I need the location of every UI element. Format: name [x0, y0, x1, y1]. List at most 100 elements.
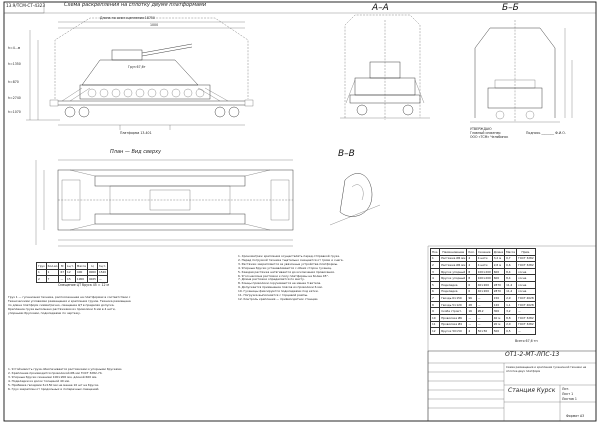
table-cell: — [475, 300, 493, 309]
table-cell: — [96, 275, 109, 283]
height-dim-4: h=2740 [8, 96, 21, 100]
table-cell: 3,2 [504, 307, 518, 315]
table-row: 2 7 — 15 1900 4025 — [36, 275, 109, 283]
requirement-line: 4. Упорные бруски устанавливаются с обеи… [238, 265, 332, 270]
paper-format: Формат А3 [566, 414, 585, 418]
top-dimension-value: 1000 [150, 23, 159, 27]
height-dim-3: h=870 [8, 80, 19, 84]
table-cell: — [516, 327, 536, 335]
table-header-cell: Сечение [475, 248, 493, 256]
requirement-line: 1. Хронометраж крепления осуществлять пе… [238, 254, 340, 258]
requirement-line: 9. Допускается применение поясов из пров… [238, 285, 323, 290]
table-cell: 0,5 [504, 327, 518, 335]
requirement-line: 8. Концы проволоки скручиваются не менее… [238, 281, 322, 286]
table-cell: 1900 [74, 275, 88, 283]
table-cell: ГОСТ 4028 [516, 294, 536, 302]
table-header-cell: Кол-во [45, 262, 60, 270]
table-cell: 1 [45, 268, 60, 277]
cargo-parameters-table: Груз Кол-во М Lц.т. Масса Ц hц.т. 1 1 67… [36, 262, 109, 283]
table-cell: — [466, 313, 477, 322]
table-cell: 2,9 [504, 294, 518, 302]
table-header-row: Поз. Наименование Кол. Сечение Длина Мас… [429, 248, 536, 256]
table-cell: Ø12 [475, 307, 493, 315]
conditions-block: 1. Устойчивость груза обеспечивается рас… [8, 367, 308, 391]
requirement-line: 10. Гусеницы фиксируются подкладками под… [238, 289, 319, 294]
table-cell: 600 [491, 267, 506, 276]
requirement-line: 2. Перед погрузкой техника тщательно очи… [238, 257, 344, 262]
document-number: ОТ1-2-МТ-ЛПС-13 [505, 351, 560, 358]
platform-label: Платформа 13-401 [120, 131, 152, 135]
table-header-cell: Масса [504, 248, 518, 256]
requirement-line: 6. Угол наклона растяжки к полу платформ… [238, 273, 329, 278]
table-cell: 1 [429, 254, 441, 263]
condition-line: 2. Крепление производится проволокой Ø6 … [8, 370, 103, 375]
table-cell: 4 нити [475, 254, 493, 263]
table-cell: 4 [466, 327, 477, 335]
table-cell: 400 [74, 268, 88, 277]
document-description: Схема размещения и крепления гусеничной … [506, 365, 587, 373]
table-cell: 1520 [96, 268, 109, 277]
table-cell: 9 [429, 307, 441, 315]
table-cell: ГОСТ 3282 [516, 320, 536, 329]
table-cell: 2 [429, 261, 441, 269]
table-cell: Брусок упорный [439, 267, 468, 276]
section-bb-label: Б–Б [502, 3, 519, 13]
table-cell: 40×200 [475, 287, 493, 296]
table-cell: 12 [429, 327, 441, 335]
requirement-line: 5. Каждая растяжка натягивается до исклю… [238, 269, 335, 274]
table-cell: 4 нити [475, 261, 493, 269]
table-cell: 96 [466, 294, 477, 302]
table-cell: 0,6 [504, 261, 518, 269]
technical-requirements: 1. Хронометраж крепления осуществлять пе… [238, 254, 426, 302]
table-cell: 15 [65, 275, 76, 283]
table-cell: 2870 [491, 287, 506, 296]
note-line: Груз 1 — гусеничная техника, расположенн… [8, 295, 131, 299]
requirement-line: 11. Погрузка выполняется с торцевой рамп… [238, 293, 309, 298]
table-cell: 11,2 [504, 280, 518, 289]
table-cell: Растяжка Ø6 мм [439, 261, 468, 269]
table-cell: Брусок упорный [439, 274, 468, 282]
table-caption: Смещение ЦТ бруса 45 = 12 м [58, 283, 109, 287]
table-cell: 40 м [491, 313, 506, 322]
document-stamp-code: 13.9/ТСМ-СТ-4323 [6, 3, 45, 8]
table-cell: 100×200 [475, 274, 493, 282]
table-cell: 8,8 [504, 313, 518, 322]
table-cell: Гвоздь 5×120 [439, 300, 468, 309]
section-vv-label: В–В [338, 149, 355, 159]
table-cell: 6 [466, 280, 477, 289]
table-cell: 2 [36, 275, 47, 283]
section-aa-label: А–А [372, 3, 389, 13]
cargo-label: Груз 67,6т [128, 65, 146, 69]
table-cell: 4 [466, 261, 477, 269]
height-dim-2: h=1350 [8, 62, 21, 66]
section-bb [470, 20, 573, 123]
table-cell: 150 [491, 294, 506, 302]
specification-table: Поз. Наименование Кол. Сечение Длина Мас… [429, 248, 536, 335]
sheet-count: Листов 1 [562, 397, 577, 401]
table-cell: Подкладка [439, 280, 468, 289]
condition-line: 1. Устойчивость груза обеспечивается рас… [8, 367, 123, 371]
table-cell: — [475, 294, 493, 302]
condition-line: 6. Груз закреплен от продольных и попере… [8, 386, 100, 391]
table-cell: ГОСТ 3282 [516, 313, 536, 322]
table-header-cell: Прим. [516, 248, 536, 256]
approval-line-1: УТВЕРЖДАЮ [470, 127, 492, 131]
length-dimension-label: Длина по осям сцепления 18750 [100, 16, 155, 20]
table-header-row: Груз Кол-во М Lц.т. Масса Ц hц.т. [36, 262, 109, 270]
condition-line: 3. Упорные бруски сечением 100×200 мм, д… [8, 374, 98, 379]
condition-line: 5. Прибивка гвоздями 6×150 мм не менее 1… [8, 382, 100, 387]
table-header-cell: Наименование [439, 248, 468, 256]
note-line: по длине платформ симметрично, смещение … [8, 302, 115, 307]
table-cell: 8 [466, 267, 477, 276]
requirement-line: 12. Контроль крепления — приёмосдатчик с… [238, 296, 319, 301]
